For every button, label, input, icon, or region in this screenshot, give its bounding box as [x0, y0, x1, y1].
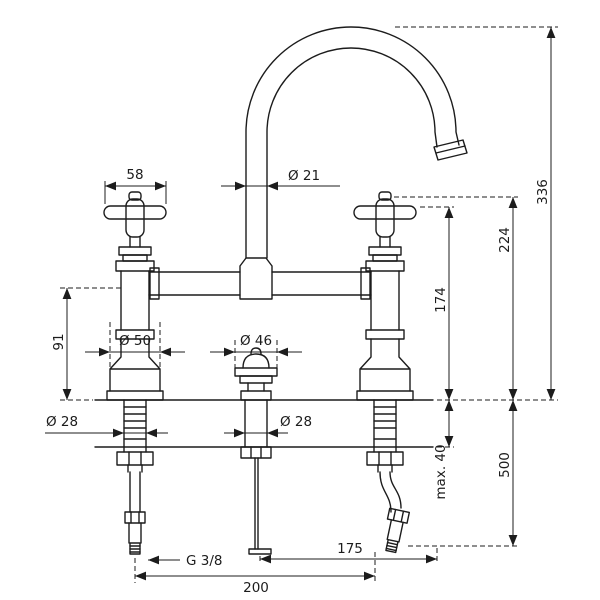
right-escutcheon-base	[356, 390, 414, 401]
dim-escutcheon-diameter-label: Ø 50	[119, 333, 151, 349]
dim-popup-knob-diameter-label: Ø 46	[240, 333, 272, 349]
dim-max-thickness-label: max. 40	[433, 444, 449, 499]
dim-hose-length-label: 500	[497, 452, 513, 478]
spout-arc	[245, 26, 468, 259]
left-escutcheon-base	[106, 390, 164, 401]
dim-body-height-label: 91	[51, 333, 67, 350]
dim-spout-height-label: 174	[433, 287, 449, 313]
left-supply-hose	[116, 399, 154, 555]
waste-pull-rod	[240, 399, 272, 555]
dim-tap-hole-spacing-label: 200	[243, 580, 269, 596]
dim-spout-diameter-label: Ø 21	[288, 168, 320, 184]
spout-aerator	[433, 139, 468, 161]
dimension-labels: 58 Ø 21 336 224 174 91 Ø 50 Ø 46 Ø 28 Ø …	[46, 167, 551, 596]
faucet-outline	[94, 26, 468, 555]
dim-handle-height-label: 224	[497, 227, 513, 253]
dim-total-height-label: 336	[535, 179, 551, 205]
dim-connection-thread-label: G 3/8	[186, 553, 222, 569]
extension-lines	[60, 26, 558, 583]
bridge-tube	[148, 257, 372, 300]
right-supply-hose	[366, 399, 411, 554]
dim-handle-width-label: 58	[126, 167, 143, 183]
left-cross-handle	[103, 191, 167, 401]
dim-left-shank-diameter-label: Ø 28	[46, 414, 78, 430]
right-cross-handle	[353, 191, 417, 401]
dim-waste-diameter-label: Ø 28	[280, 414, 312, 430]
dimension-lines	[45, 27, 556, 581]
pop-up-knob	[234, 347, 278, 401]
dim-waste-offset-label: 175	[337, 541, 363, 557]
